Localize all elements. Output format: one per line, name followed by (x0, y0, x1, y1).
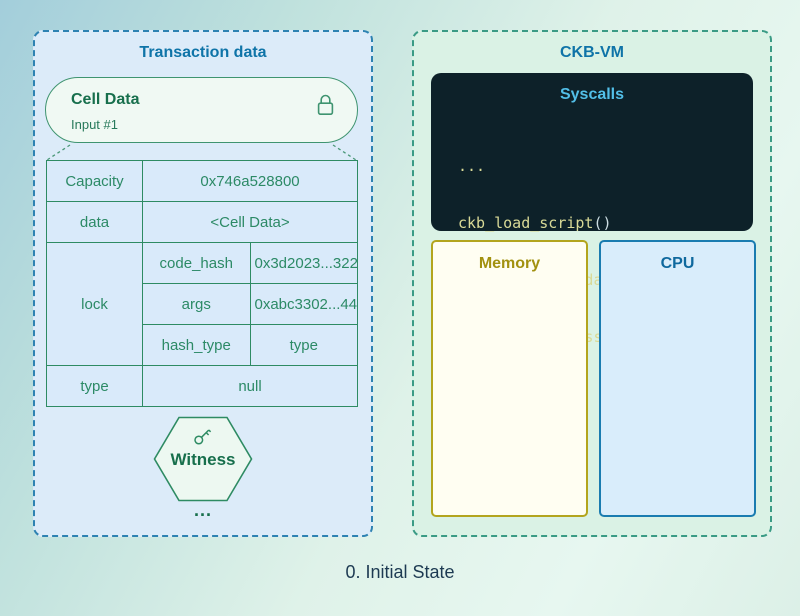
ckb-vm-panel: CKB-VM Syscalls ... ckb_load_script() ck… (412, 30, 772, 537)
hash-type-key-cell: hash_type (142, 324, 251, 366)
transaction-data-panel: Transaction data Cell Data Input #1 Capa… (33, 30, 373, 537)
ckb-vm-title: CKB-VM (560, 44, 624, 61)
code-hash-key-cell: code_hash (142, 242, 251, 284)
lock-key-cell: lock (46, 242, 143, 366)
capacity-value-cell: 0x746a528800 (142, 160, 358, 202)
data-value-cell: <Cell Data> (142, 201, 358, 243)
more-cells-ellipsis: ... (193, 500, 212, 520)
cpu-box: CPU (599, 240, 756, 517)
syscall-line-load-script: ckb_load_script() (458, 214, 612, 232)
lock-code-hash-row: lock code_hash 0x3d2023...3221 (46, 242, 358, 366)
figure-caption: 0. Initial State (345, 562, 455, 582)
hash-type-value-cell: type (249, 324, 358, 366)
memory-label: Memory (478, 255, 541, 272)
syscalls-box: Syscalls ... ckb_load_script() ckb_load_… (431, 73, 753, 403)
capacity-key-cell: Capacity (46, 160, 143, 202)
syscall-line-ellipsis-top: ... (458, 157, 486, 175)
cell-data-card: Cell Data Input #1 (45, 77, 358, 143)
type-value-cell: null (142, 365, 358, 407)
code-hash-value-cell: 0x3d2023...3221 (249, 242, 358, 284)
lock-hash-type-row: hash_type type (47, 324, 358, 366)
memory-box: Memory (431, 240, 588, 517)
syscalls-title: Syscalls (559, 86, 625, 103)
cpu-label: CPU (660, 255, 695, 272)
data-key-cell: data (46, 201, 143, 243)
capacity-row: Capacity 0x746a528800 (46, 160, 358, 202)
lock-icon (316, 93, 335, 117)
type-row: type null (46, 365, 358, 407)
args-key-cell: args (142, 283, 251, 325)
cell-data-card-subtitle: Input #1 (71, 117, 118, 132)
data-row: data <Cell Data> (46, 201, 358, 243)
type-key-cell: type (46, 365, 143, 407)
cell-fields-table: Capacity 0x746a528800 data <Cell Data> l… (46, 160, 358, 407)
witness-hexagon: Witness (153, 416, 253, 502)
transaction-data-title: Transaction data (139, 44, 267, 61)
args-value-cell: 0xabc3302...4456 (249, 283, 358, 325)
witness-label: Witness (170, 450, 236, 469)
cell-data-card-title: Cell Data (71, 91, 140, 108)
key-icon (192, 425, 214, 447)
pill-to-table-connector-lines (46, 144, 357, 161)
